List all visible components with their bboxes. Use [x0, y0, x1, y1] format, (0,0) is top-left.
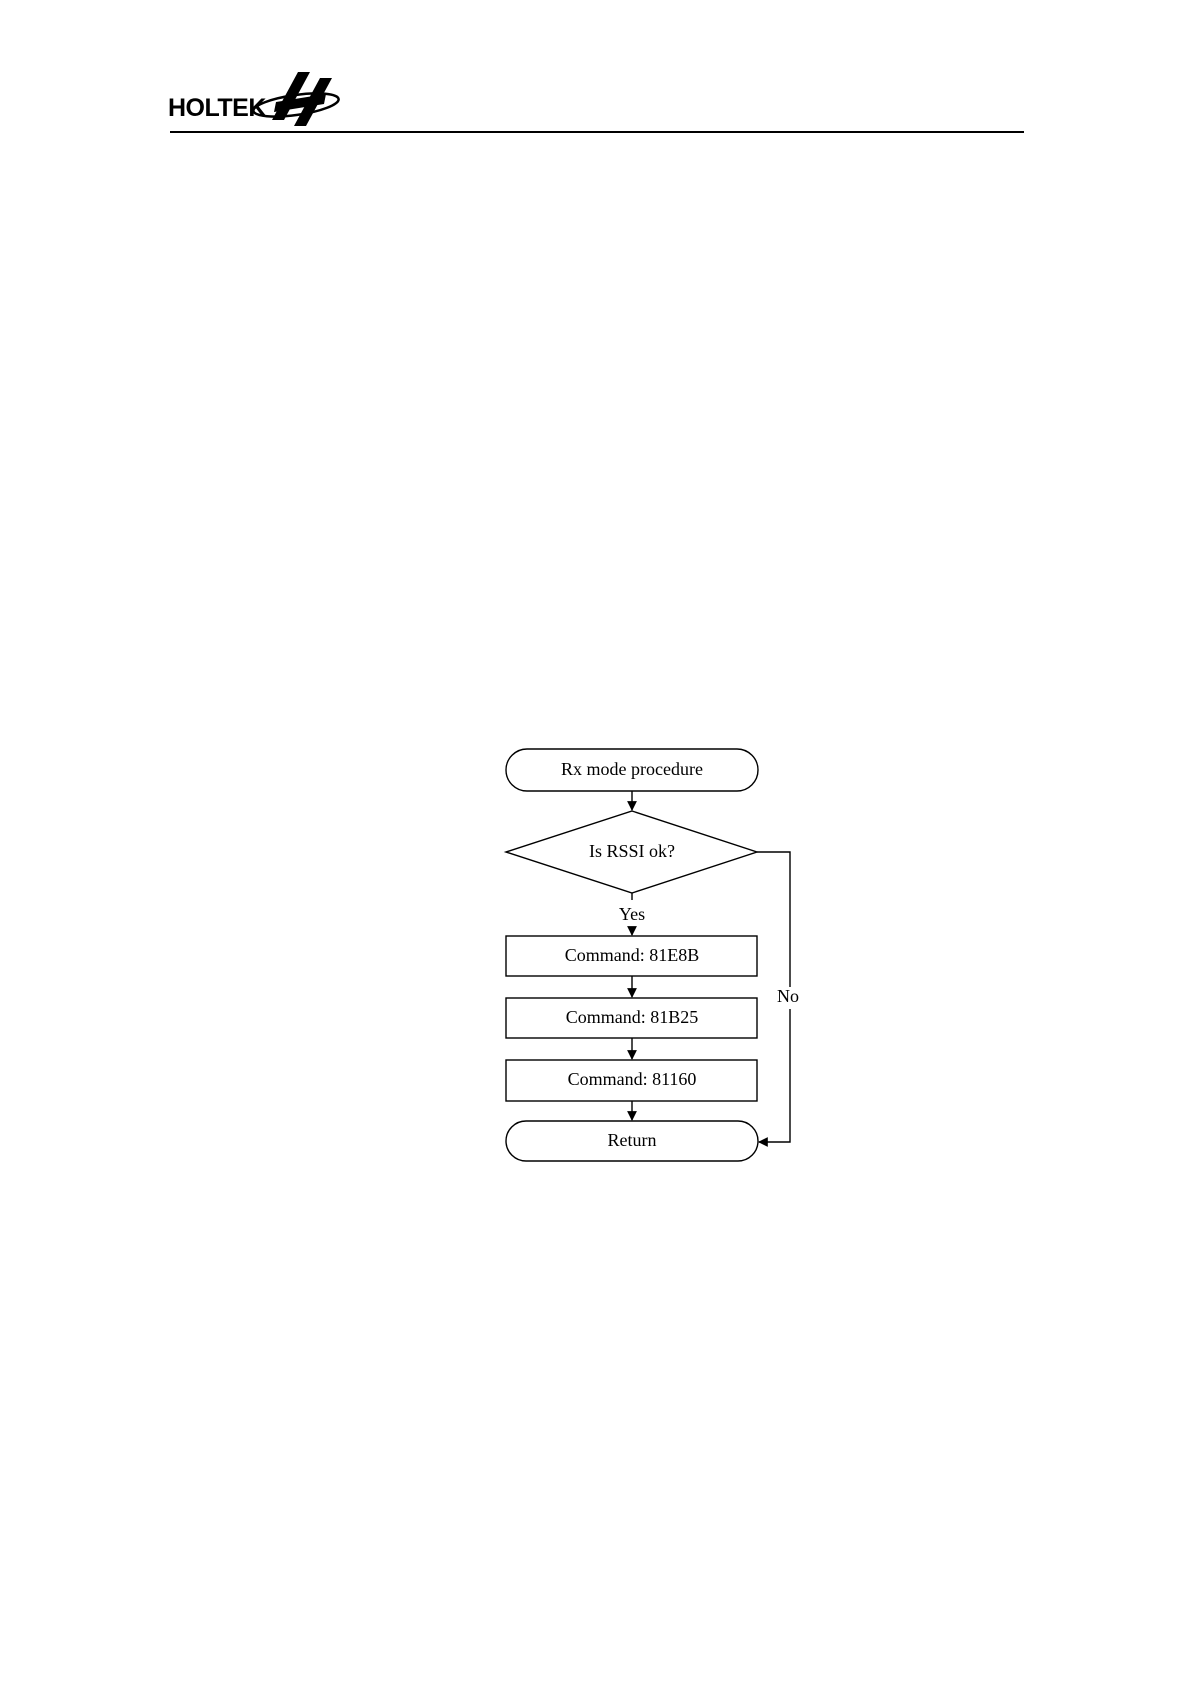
step-1-label: Command: 81E8B	[565, 945, 700, 965]
step-3-label: Command: 81160	[568, 1069, 697, 1089]
no-label: No	[777, 986, 799, 1006]
end-label: Return	[608, 1130, 657, 1150]
yes-label: Yes	[619, 904, 645, 924]
decision-label: Is RSSI ok?	[589, 841, 675, 861]
start-label: Rx mode procedure	[561, 759, 703, 779]
step-2-label: Command: 81B25	[566, 1007, 699, 1027]
